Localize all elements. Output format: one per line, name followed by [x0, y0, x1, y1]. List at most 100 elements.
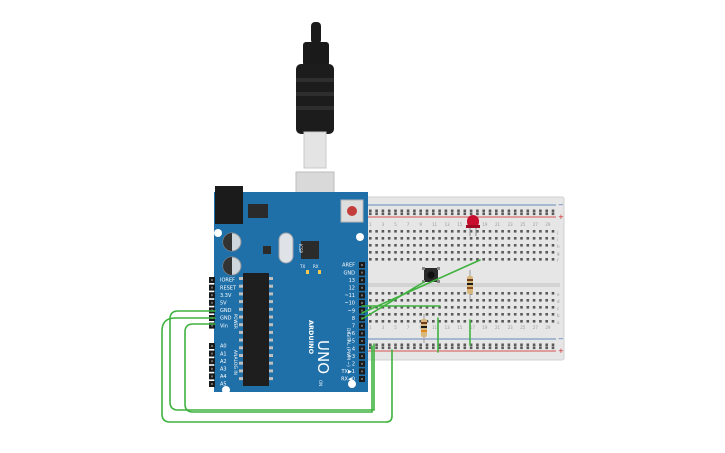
- rail-hole[interactable]: [387, 212, 391, 216]
- rail-hole[interactable]: [532, 343, 536, 347]
- rail-hole[interactable]: [438, 343, 441, 347]
- breadboard-hole[interactable]: [545, 237, 548, 240]
- breadboard-hole[interactable]: [539, 306, 542, 309]
- breadboard-hole[interactable]: [545, 292, 548, 295]
- rail-hole[interactable]: [495, 212, 498, 216]
- rail-hole[interactable]: [394, 343, 397, 347]
- breadboard-hole[interactable]: [463, 230, 467, 233]
- breadboard-hole[interactable]: [545, 258, 548, 261]
- rail-hole[interactable]: [394, 212, 397, 216]
- breadboard-hole[interactable]: [488, 230, 492, 233]
- breadboard-hole[interactable]: [406, 237, 410, 240]
- breadboard-hole[interactable]: [381, 313, 385, 316]
- breadboard-hole[interactable]: [406, 313, 410, 316]
- breadboard-hole[interactable]: [394, 244, 397, 247]
- breadboard-hole[interactable]: [532, 306, 536, 309]
- rail-hole[interactable]: [425, 212, 429, 216]
- breadboard-hole[interactable]: [501, 299, 504, 302]
- breadboard-hole[interactable]: [507, 230, 511, 233]
- rail-hole[interactable]: [444, 209, 448, 213]
- breadboard-hole[interactable]: [406, 299, 410, 302]
- rail-hole[interactable]: [488, 346, 492, 350]
- breadboard-hole[interactable]: [482, 237, 485, 240]
- breadboard-hole[interactable]: [432, 230, 435, 233]
- breadboard-hole[interactable]: [457, 258, 460, 261]
- rail-hole[interactable]: [413, 212, 416, 216]
- breadboard-hole[interactable]: [488, 292, 492, 295]
- breadboard-hole[interactable]: [532, 251, 536, 254]
- rail-hole[interactable]: [438, 209, 441, 213]
- breadboard-hole[interactable]: [495, 251, 498, 254]
- breadboard-hole[interactable]: [513, 258, 517, 261]
- breadboard-hole[interactable]: [476, 320, 479, 323]
- breadboard-hole[interactable]: [375, 237, 378, 240]
- rail-hole[interactable]: [513, 212, 517, 216]
- rail-hole[interactable]: [488, 343, 492, 347]
- pushbutton[interactable]: [422, 267, 440, 283]
- breadboard-hole[interactable]: [450, 292, 454, 295]
- breadboard-hole[interactable]: [450, 244, 454, 247]
- breadboard-hole[interactable]: [400, 299, 404, 302]
- breadboard-hole[interactable]: [400, 306, 404, 309]
- breadboard-hole[interactable]: [545, 320, 548, 323]
- breadboard-hole[interactable]: [413, 306, 416, 309]
- breadboard-hole[interactable]: [488, 258, 492, 261]
- breadboard-hole[interactable]: [526, 306, 530, 309]
- rail-hole[interactable]: [476, 212, 479, 216]
- breadboard-hole[interactable]: [394, 251, 397, 254]
- breadboard-hole[interactable]: [469, 244, 473, 247]
- rail-hole[interactable]: [520, 209, 523, 213]
- rail-hole[interactable]: [507, 209, 511, 213]
- rail-hole[interactable]: [444, 212, 448, 216]
- rail-hole[interactable]: [463, 343, 467, 347]
- breadboard-hole[interactable]: [381, 251, 385, 254]
- breadboard-hole[interactable]: [450, 237, 454, 240]
- rail-hole[interactable]: [400, 346, 404, 350]
- breadboard-hole[interactable]: [463, 299, 467, 302]
- breadboard-hole[interactable]: [513, 251, 517, 254]
- breadboard-hole[interactable]: [450, 230, 454, 233]
- rail-hole[interactable]: [369, 212, 372, 216]
- rail-hole[interactable]: [450, 212, 454, 216]
- breadboard-hole[interactable]: [476, 230, 479, 233]
- breadboard-hole[interactable]: [501, 320, 504, 323]
- rail-hole[interactable]: [520, 346, 523, 350]
- rail-hole[interactable]: [457, 209, 460, 213]
- breadboard-hole[interactable]: [419, 299, 422, 302]
- breadboard-hole[interactable]: [539, 320, 542, 323]
- rail-hole[interactable]: [495, 209, 498, 213]
- breadboard-hole[interactable]: [482, 251, 485, 254]
- breadboard-hole[interactable]: [539, 230, 542, 233]
- breadboard-hole[interactable]: [375, 292, 378, 295]
- breadboard-hole[interactable]: [507, 313, 511, 316]
- breadboard-hole[interactable]: [400, 244, 404, 247]
- rail-hole[interactable]: [520, 343, 523, 347]
- breadboard-hole[interactable]: [369, 251, 372, 254]
- rail-hole[interactable]: [513, 343, 517, 347]
- rail-hole[interactable]: [419, 209, 422, 213]
- breadboard-hole[interactable]: [438, 230, 441, 233]
- breadboard-hole[interactable]: [432, 251, 435, 254]
- breadboard-hole[interactable]: [545, 299, 548, 302]
- breadboard-hole[interactable]: [520, 258, 523, 261]
- breadboard-hole[interactable]: [375, 244, 378, 247]
- rail-hole[interactable]: [400, 209, 404, 213]
- breadboard-hole[interactable]: [495, 237, 498, 240]
- rail-hole[interactable]: [369, 343, 372, 347]
- breadboard-hole[interactable]: [387, 292, 391, 295]
- breadboard-hole[interactable]: [482, 313, 485, 316]
- rail-hole[interactable]: [507, 343, 511, 347]
- rail-hole[interactable]: [551, 343, 555, 347]
- rail-hole[interactable]: [507, 212, 511, 216]
- breadboard-hole[interactable]: [501, 237, 504, 240]
- breadboard-hole[interactable]: [507, 251, 511, 254]
- breadboard-hole[interactable]: [406, 251, 410, 254]
- rail-hole[interactable]: [432, 209, 435, 213]
- breadboard-hole[interactable]: [463, 320, 467, 323]
- breadboard-hole[interactable]: [375, 258, 378, 261]
- breadboard-hole[interactable]: [444, 251, 448, 254]
- breadboard-hole[interactable]: [539, 292, 542, 295]
- breadboard-hole[interactable]: [394, 313, 397, 316]
- breadboard-hole[interactable]: [457, 292, 460, 295]
- breadboard-hole[interactable]: [406, 292, 410, 295]
